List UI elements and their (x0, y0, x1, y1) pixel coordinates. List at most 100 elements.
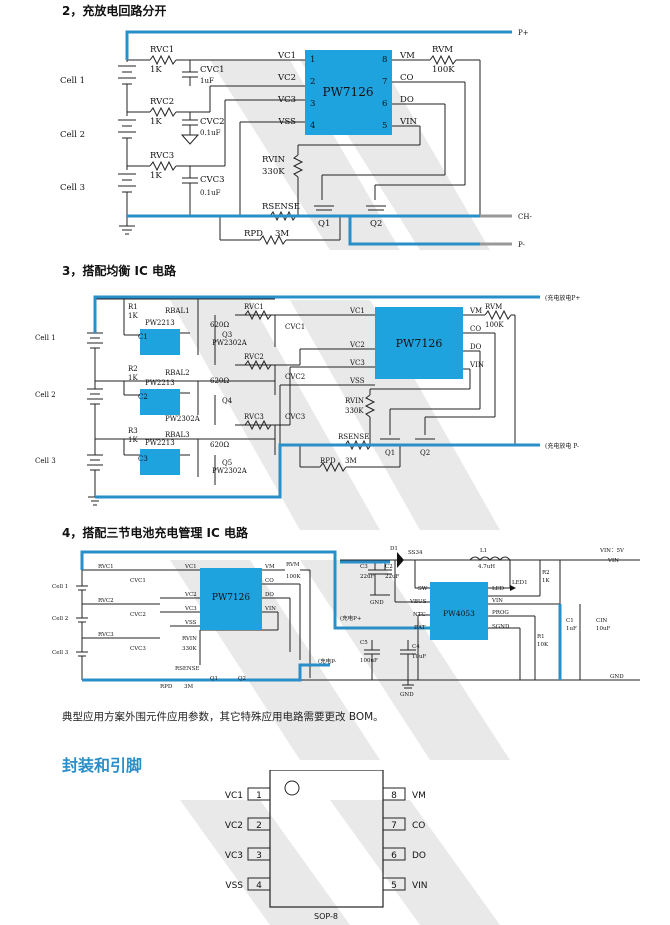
pin-number: 1 (310, 55, 315, 65)
pin-label: VC2 (349, 341, 365, 349)
component-label: RVIN (182, 636, 197, 642)
component-value: 3M (184, 684, 193, 690)
component-label: C3 (360, 564, 368, 570)
component-label: Q4 (222, 397, 233, 405)
component-label: RVC3 (244, 413, 264, 421)
pin1-marker (284, 780, 300, 796)
pin-number: 2 (256, 821, 262, 831)
component-label: C5 (360, 640, 368, 646)
component-label: R1 (537, 634, 545, 640)
pin-label: VC3 (225, 851, 243, 861)
cell-label: Cell 2 (52, 616, 68, 622)
pin-label: BAT (414, 625, 426, 631)
component-value: 4.7uH (478, 564, 495, 570)
component-value: 10K (537, 642, 549, 648)
component-label: SS34 (408, 550, 423, 556)
component-value: 1K (128, 312, 138, 320)
component-label: C2 (138, 393, 148, 401)
component-label: R2 (128, 365, 138, 373)
pin-label: VSS (184, 620, 197, 626)
pin-label: VM (264, 564, 275, 570)
pin-label: VC2 (184, 592, 197, 598)
pin-label: CO (470, 325, 481, 333)
component-label: C2 (385, 564, 393, 570)
component-label: C1 (138, 333, 148, 341)
component-label: CVC1 (130, 578, 146, 584)
balance-ic-2 (140, 389, 180, 415)
terminal-label: GND (370, 600, 384, 606)
component-value: 1uF (566, 626, 577, 632)
component-label: C4 (412, 644, 420, 650)
component-label: RVIN (262, 155, 286, 165)
component-value: 100K (286, 574, 301, 580)
component-label: CVC3 (130, 646, 146, 652)
ic-label: PW2213 (145, 439, 175, 447)
component-label: Q1 (210, 676, 218, 682)
component-label: Q2 (420, 449, 430, 457)
pin-number: 1 (256, 791, 262, 801)
component-value: 10uF (596, 626, 611, 632)
pin-number: 5 (382, 121, 387, 131)
pin-number: 6 (391, 851, 397, 861)
circuit-diagram-3: PW7126 PW4053 Cell 1 Cell 2 Cell 3 RVC1 … (52, 546, 640, 698)
pin-label: VC2 (225, 821, 243, 831)
component-value: 1K (150, 65, 162, 75)
pin-label: SGND (492, 624, 510, 630)
component-label: C1 (566, 618, 574, 624)
pin-number: 5 (391, 881, 397, 891)
pin-label: VIN (412, 881, 428, 891)
bom-note: 典型应用方案外围元件应用参数，其它特殊应用电路需要更改 BOM。 (62, 711, 384, 723)
pin-label: VM (469, 307, 482, 315)
component-label: CVC2 (130, 612, 146, 618)
component-value: 3M (345, 457, 357, 465)
cell-label: Cell 3 (52, 650, 69, 656)
terminal-label: (充电放电 P- (545, 442, 579, 450)
component-value: 620Ω (210, 441, 229, 449)
component-label: RVM (432, 45, 453, 55)
component-label: RVM (485, 303, 502, 311)
chip-name: PW7126 (323, 85, 374, 99)
terminal-label: (充电P+ (340, 614, 362, 622)
component-value: 620Ω (210, 377, 229, 385)
pin-label: CO (400, 73, 414, 83)
component-value: 100K (432, 65, 455, 75)
cell-label: Cell 1 (35, 334, 56, 342)
terminal-label: P- (518, 241, 525, 249)
component-label: RVC2 (150, 97, 174, 107)
component-value: 10uF (412, 654, 427, 660)
component-label: RVC2 (244, 353, 264, 361)
pin-label: DO (265, 592, 274, 598)
terminal-label: GND (610, 674, 624, 680)
component-value: 330K (262, 167, 285, 177)
pin-label: VSS (349, 377, 365, 385)
component-label: Q3 (222, 331, 232, 339)
package-body (269, 770, 384, 908)
component-label: Q2 (238, 676, 246, 682)
cell-label: Cell 2 (60, 130, 85, 140)
package-title: 封装和引脚 (62, 756, 143, 775)
component-label: CVC2 (285, 373, 305, 381)
pin-number: 4 (256, 881, 262, 891)
cell-label: Cell 1 (52, 584, 68, 590)
pin-number: 7 (382, 77, 387, 87)
terminal-label: VIN：5V (599, 548, 625, 554)
terminal-label: (充电放电P+ (545, 294, 580, 302)
component-label: R2 (542, 570, 550, 576)
pin-number: 3 (256, 851, 262, 861)
pw7126-chip (375, 307, 463, 379)
component-label: RSENSE (262, 202, 300, 212)
component-label: Q1 (385, 449, 395, 457)
component-label: RPD (244, 229, 263, 239)
pin-label: VBUS (409, 599, 427, 605)
pin-label: LED (492, 586, 505, 592)
cell-label: Cell 1 (60, 76, 85, 86)
component-label: RVC2 (98, 598, 114, 604)
ic-label: PW2213 (145, 379, 175, 387)
component-label: RPD (160, 684, 173, 690)
section-title-2: 2，充放电回路分开 (62, 4, 167, 18)
component-value: 330K (182, 646, 197, 652)
pin-number: 4 (310, 121, 315, 131)
component-label: CVC1 (285, 323, 305, 331)
component-label: RVC3 (150, 151, 174, 161)
component-label: D1 (390, 546, 398, 552)
